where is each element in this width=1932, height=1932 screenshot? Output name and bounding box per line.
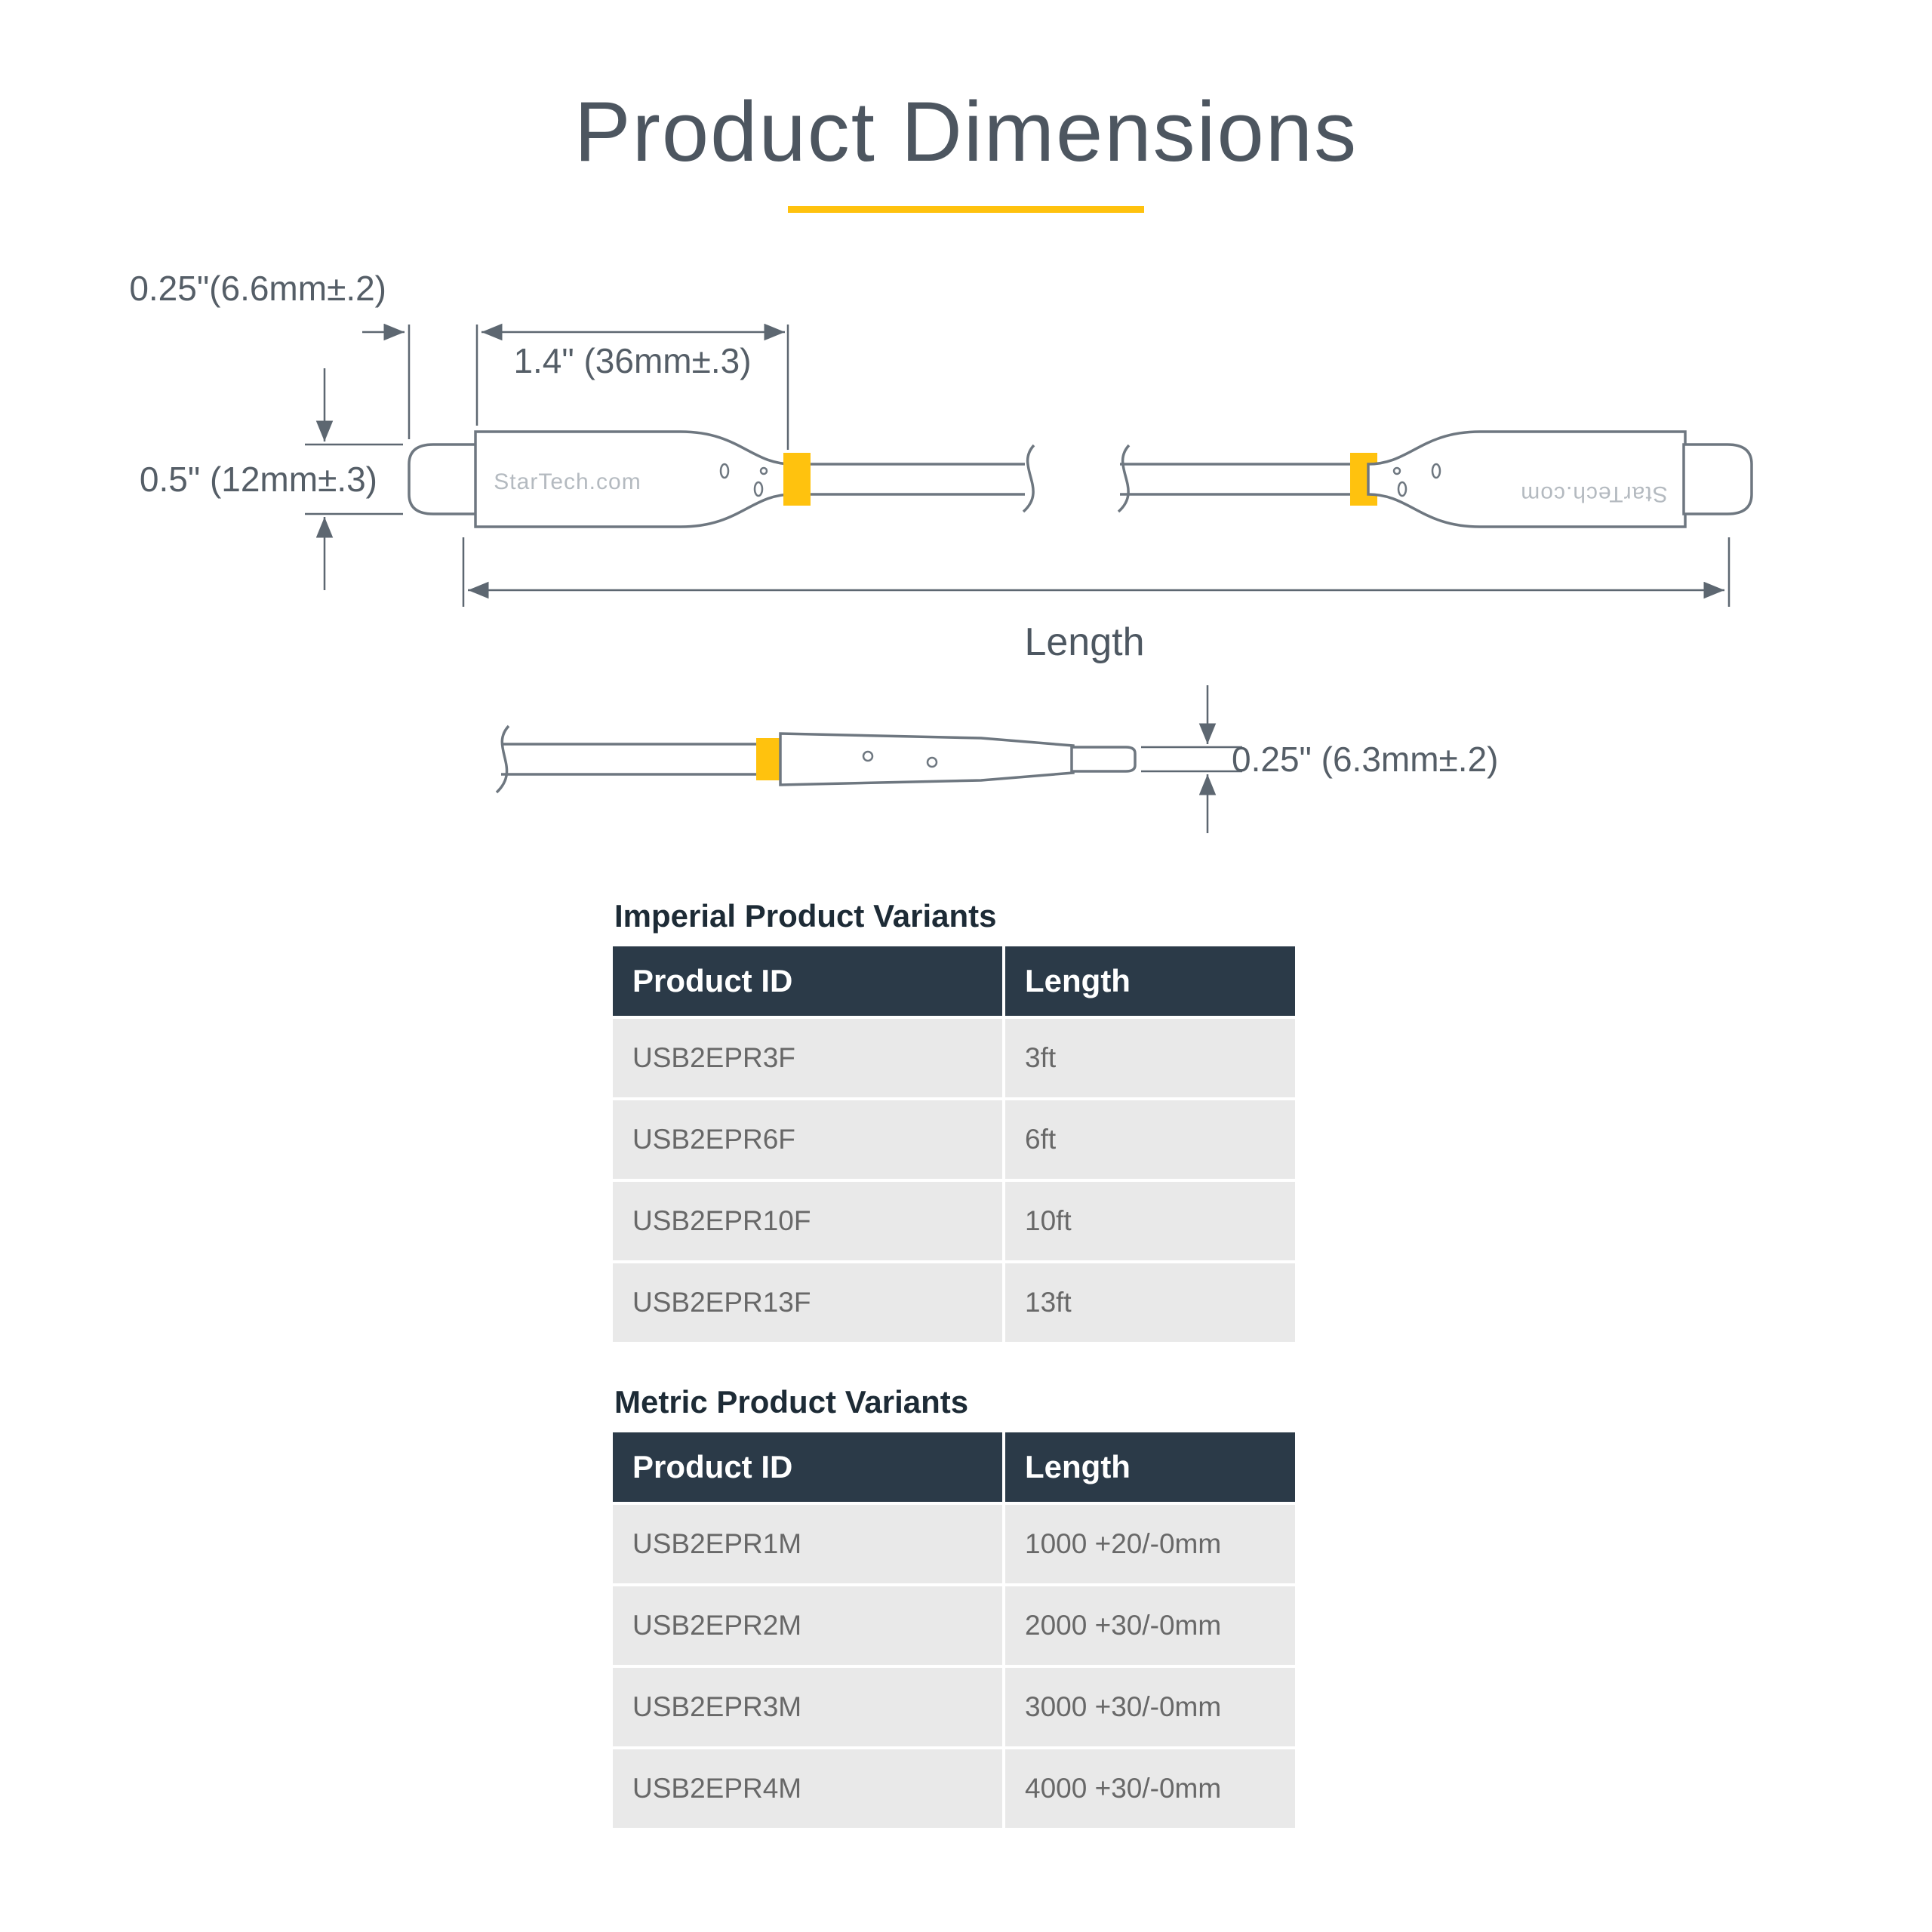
length-cell: 6ft bbox=[1005, 1097, 1295, 1180]
connector-body-side bbox=[779, 732, 1075, 787]
length-cell: 10ft bbox=[1005, 1179, 1295, 1261]
connector-thickness-label: 0.25" (6.3mm±.2) bbox=[1232, 740, 1498, 779]
length-cell: 4000 +30/-0mm bbox=[1005, 1746, 1295, 1829]
connector-height-label: 0.5" (12mm±.3) bbox=[140, 460, 377, 499]
yellow-band-left bbox=[783, 453, 811, 506]
strain-relief-hole bbox=[862, 751, 874, 762]
column-header-product-id: Product ID bbox=[613, 1432, 1005, 1503]
table-row: USB2EPR2M 2000 +30/-0mm bbox=[613, 1583, 1295, 1666]
strain-relief-hole bbox=[926, 757, 938, 768]
brand-logo-left: StarTech.com bbox=[494, 469, 641, 494]
table-row: USB2EPR3M 3000 +30/-0mm bbox=[613, 1665, 1295, 1747]
product-id-cell: USB2EPR6F bbox=[613, 1097, 1005, 1180]
strain-relief-hole bbox=[719, 463, 730, 479]
strain-relief-hole bbox=[1397, 481, 1407, 497]
cable-break-mark bbox=[1022, 445, 1035, 513]
product-id-cell: USB2EPR3F bbox=[613, 1016, 1005, 1098]
table-row: USB2EPR1M 1000 +20/-0mm bbox=[613, 1502, 1295, 1584]
brand-logo-right-mirrored: StarTech.com bbox=[1520, 481, 1667, 506]
imperial-variants-table: Product ID Length USB2EPR3F 3ft USB2EPR6… bbox=[613, 946, 1295, 1343]
table-header-row: Product ID Length bbox=[613, 1432, 1295, 1503]
yellow-divider bbox=[788, 206, 1144, 214]
product-variant-tables: Imperial Product Variants Product ID Len… bbox=[613, 898, 1295, 1829]
metric-variants-section: Metric Product Variants Product ID Lengt… bbox=[613, 1384, 1295, 1829]
length-cell: 3000 +30/-0mm bbox=[1005, 1665, 1295, 1747]
cable-break-mark bbox=[495, 725, 510, 794]
strain-relief-hole bbox=[753, 481, 764, 497]
table-row: USB2EPR3F 3ft bbox=[613, 1016, 1295, 1098]
cable-break-mark bbox=[1117, 445, 1131, 513]
table-header-row: Product ID Length bbox=[613, 946, 1295, 1017]
metric-table-heading: Metric Product Variants bbox=[614, 1384, 969, 1420]
usb-c-plug-right bbox=[1682, 443, 1753, 516]
table-row: USB2EPR6F 6ft bbox=[613, 1097, 1295, 1180]
metric-variants-table: Product ID Length USB2EPR1M 1000 +20/-0m… bbox=[613, 1432, 1295, 1829]
product-id-cell: USB2EPR4M bbox=[613, 1746, 1005, 1829]
length-cell: 1000 +20/-0mm bbox=[1005, 1502, 1295, 1584]
strain-relief-hole bbox=[1431, 463, 1441, 479]
column-header-length: Length bbox=[1005, 1432, 1295, 1503]
product-id-cell: USB2EPR1M bbox=[613, 1502, 1005, 1584]
imperial-table-heading: Imperial Product Variants bbox=[614, 898, 997, 934]
product-id-cell: USB2EPR13F bbox=[613, 1260, 1005, 1343]
length-cell: 3ft bbox=[1005, 1016, 1295, 1098]
plug-length-label: 0.25"(6.6mm±.2) bbox=[129, 269, 386, 308]
usb-c-plug-side bbox=[1070, 746, 1137, 774]
connector-body-right bbox=[1367, 430, 1687, 529]
length-cell: 2000 +30/-0mm bbox=[1005, 1583, 1295, 1666]
length-label: Length bbox=[1024, 620, 1144, 664]
imperial-variants-section: Imperial Product Variants Product ID Len… bbox=[613, 898, 1295, 1343]
strain-relief-hole bbox=[759, 467, 768, 475]
connector-length-label: 1.4" (36mm±.3) bbox=[513, 341, 751, 380]
usb-c-plug-left bbox=[408, 443, 478, 516]
table-row: USB2EPR10F 10ft bbox=[613, 1179, 1295, 1261]
yellow-band-side bbox=[756, 738, 780, 781]
product-id-cell: USB2EPR10F bbox=[613, 1179, 1005, 1261]
table-row: USB2EPR13F 13ft bbox=[613, 1260, 1295, 1343]
strain-relief-hole bbox=[1392, 467, 1401, 475]
page-title: Product Dimensions bbox=[574, 85, 1358, 179]
column-header-product-id: Product ID bbox=[613, 946, 1005, 1017]
length-cell: 13ft bbox=[1005, 1260, 1295, 1343]
column-header-length: Length bbox=[1005, 946, 1295, 1017]
product-id-cell: USB2EPR3M bbox=[613, 1665, 1005, 1747]
product-id-cell: USB2EPR2M bbox=[613, 1583, 1005, 1666]
table-row: USB2EPR4M 4000 +30/-0mm bbox=[613, 1746, 1295, 1829]
cable-dimension-diagram: StarTech.com StarTech.com 0.25"(6.6mm±.2… bbox=[129, 269, 1753, 834]
